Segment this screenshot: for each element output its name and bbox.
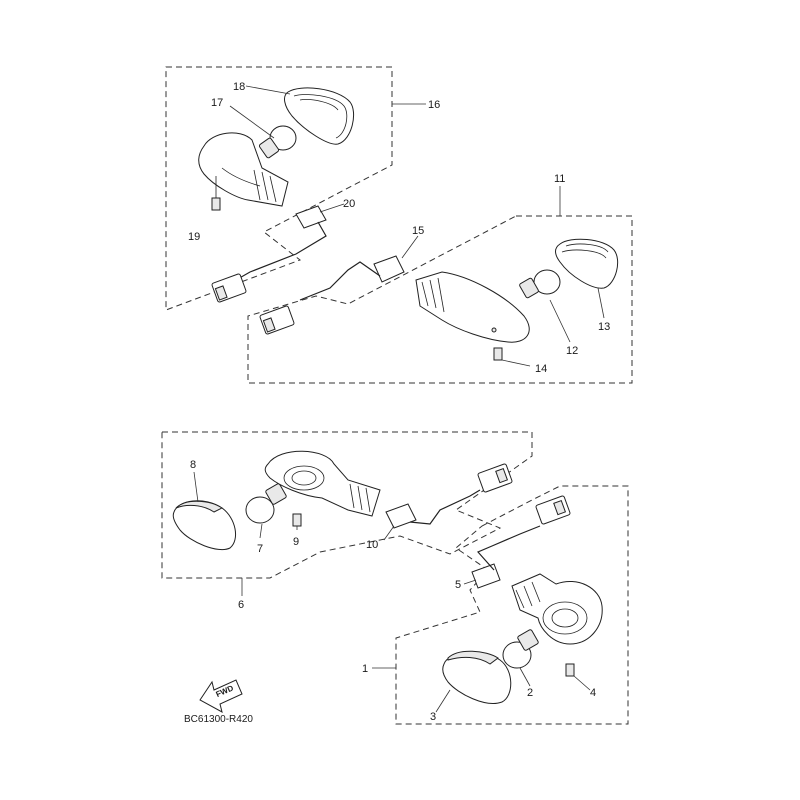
fwd-arrow-icon: FWD <box>199 679 243 713</box>
connector-11[interactable] <box>259 305 295 335</box>
ref-label-6[interactable]: 6 <box>238 599 244 611</box>
bulb-2[interactable] <box>502 629 539 669</box>
leader-18 <box>245 85 291 95</box>
lens-18[interactable] <box>284 87 354 145</box>
group-16-boundary <box>165 66 393 311</box>
screw-4[interactable] <box>565 663 575 677</box>
ref-label-15[interactable]: 15 <box>412 225 424 237</box>
connector-16[interactable] <box>211 273 247 303</box>
leader-17 <box>229 105 275 139</box>
group-11-assembly <box>247 186 633 384</box>
wire-1 <box>476 525 541 571</box>
ref-label-11[interactable]: 11 <box>554 173 565 185</box>
lens-8[interactable] <box>172 500 237 550</box>
ref-label-2[interactable]: 2 <box>527 687 533 699</box>
grommet-15[interactable] <box>373 255 405 283</box>
ref-label-14[interactable]: 14 <box>535 363 547 375</box>
ref-label-13[interactable]: 13 <box>598 321 610 333</box>
housing-1 <box>511 573 603 645</box>
ref-label-12[interactable]: 12 <box>566 345 578 357</box>
group-1-assembly <box>372 485 629 725</box>
screw-19[interactable] <box>211 176 221 211</box>
housing-16 <box>198 132 289 207</box>
lens-13[interactable] <box>555 238 619 289</box>
ref-label-4[interactable]: 4 <box>590 687 596 699</box>
ref-label-20[interactable]: 20 <box>343 198 355 210</box>
leader-3 <box>435 689 451 713</box>
bulb-12[interactable] <box>519 269 561 299</box>
group-6-boundary <box>161 431 533 579</box>
screw-9[interactable] <box>292 513 302 527</box>
wire-11 <box>299 261 381 301</box>
leader-7 <box>259 523 263 539</box>
ref-label-19[interactable]: 19 <box>188 231 200 243</box>
grommet-5[interactable] <box>471 563 501 589</box>
leader-5 <box>463 579 477 585</box>
leader-13 <box>597 287 605 319</box>
lens-3[interactable] <box>442 650 512 704</box>
ref-label-17[interactable]: 17 <box>211 97 223 109</box>
ref-label-3[interactable]: 3 <box>430 711 436 723</box>
bulb-7[interactable] <box>245 483 287 524</box>
group-1-boundary <box>395 485 629 725</box>
screw-14[interactable] <box>493 347 503 361</box>
leader-20 <box>319 203 345 213</box>
connector-6[interactable] <box>477 463 513 493</box>
drawing-code: BC61300-R420 <box>184 714 253 725</box>
group-11-boundary <box>247 215 633 384</box>
group-6-assembly <box>161 431 533 596</box>
housing-6 <box>264 450 381 517</box>
leader-15 <box>401 235 419 259</box>
ref-label-16[interactable]: 16 <box>428 99 440 111</box>
wire-16 <box>235 221 327 281</box>
connector-1[interactable] <box>535 495 571 525</box>
ref-label-1[interactable]: 1 <box>362 663 368 675</box>
grommet-20[interactable] <box>295 205 327 229</box>
housing-11 <box>415 271 530 343</box>
ref-label-9[interactable]: 9 <box>293 536 299 548</box>
bulb-17[interactable] <box>258 125 297 159</box>
leader-2 <box>519 667 531 687</box>
ref-label-18[interactable]: 18 <box>233 81 245 93</box>
leader-10 <box>383 525 395 541</box>
ref-label-10[interactable]: 10 <box>366 539 378 551</box>
leader-14 <box>501 359 531 367</box>
leader-12 <box>549 299 571 343</box>
ref-label-5[interactable]: 5 <box>455 579 461 591</box>
ref-label-7[interactable]: 7 <box>257 543 263 555</box>
leader-4 <box>573 675 591 691</box>
ref-label-8[interactable]: 8 <box>190 459 196 471</box>
grommet-10[interactable] <box>385 503 417 529</box>
leader-8 <box>193 471 199 503</box>
wire-6 <box>409 489 481 525</box>
group-16-assembly <box>165 66 426 311</box>
